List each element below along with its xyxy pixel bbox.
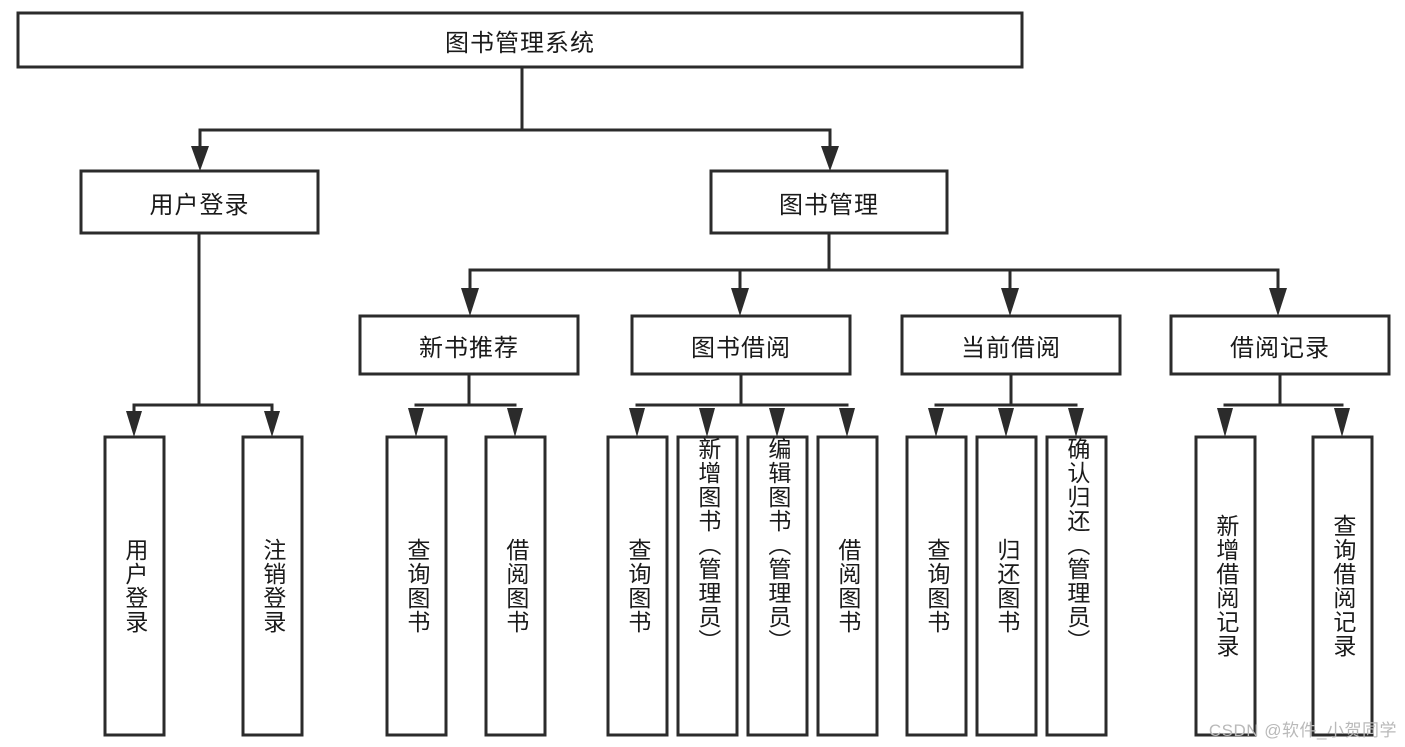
arrow-leaf-borrow-book-2-icon [839, 408, 855, 437]
arrow-to-user-login-icon [191, 146, 209, 171]
arrow-leaf-borrow-book-1-icon [507, 408, 523, 437]
arrow-leaf-return-book-icon [998, 408, 1014, 437]
arrow-leaf-add-record-icon [1217, 408, 1233, 437]
node-borrow-record-box[interactable] [1169, 314, 1391, 376]
arrow-leaf-query-record-icon [1334, 408, 1350, 437]
leaf-user-logout-box[interactable] [241, 435, 304, 737]
leaf-query-book-3-box[interactable] [905, 435, 968, 737]
leaf-query-book-1-box[interactable] [385, 435, 448, 737]
leaf-confirm-return-box[interactable] [1045, 435, 1108, 737]
arrow-to-new-book-icon [461, 288, 479, 316]
arrow-leaf-query-book-2-icon [629, 408, 645, 437]
arrow-leaf-confirm-return-icon [1068, 408, 1084, 437]
arrow-to-current-borrow-icon [1001, 288, 1019, 316]
arrow-leaf-edit-book-icon [769, 408, 785, 437]
leaf-user-login-box[interactable] [103, 435, 166, 737]
node-user-login-box[interactable] [79, 169, 320, 235]
arrow-leaf-query-book-1-icon [408, 408, 424, 437]
leaf-add-record-box[interactable] [1194, 435, 1257, 737]
leaf-query-record-box[interactable] [1311, 435, 1374, 737]
leaf-edit-book-box[interactable] [746, 435, 809, 737]
watermark-text: CSDN @软件_小贺同学 [1208, 721, 1397, 740]
arrow-to-book-borrow-icon [731, 288, 749, 316]
node-book-borrow-box[interactable] [630, 314, 852, 376]
arrow-leaf-user-logout-icon [264, 411, 280, 437]
leaf-borrow-book-2-box[interactable] [816, 435, 879, 737]
leaf-add-book-box[interactable] [676, 435, 739, 737]
leaf-query-book-2-box[interactable] [606, 435, 669, 737]
arrow-leaf-user-login-icon [126, 411, 142, 437]
arrow-to-book-manage-icon [821, 146, 839, 171]
leaf-borrow-book-1-box[interactable] [484, 435, 547, 737]
arrow-to-borrow-record-icon [1269, 288, 1287, 316]
leaf-return-book-box[interactable] [975, 435, 1038, 737]
arrow-leaf-add-book-icon [699, 408, 715, 437]
node-root-box[interactable] [16, 11, 1024, 69]
node-book-manage-box[interactable] [709, 169, 949, 235]
arrow-leaf-query-book-3-icon [928, 408, 944, 437]
node-new-book-recommend-box[interactable] [358, 314, 580, 376]
node-current-borrow-box[interactable] [900, 314, 1122, 376]
